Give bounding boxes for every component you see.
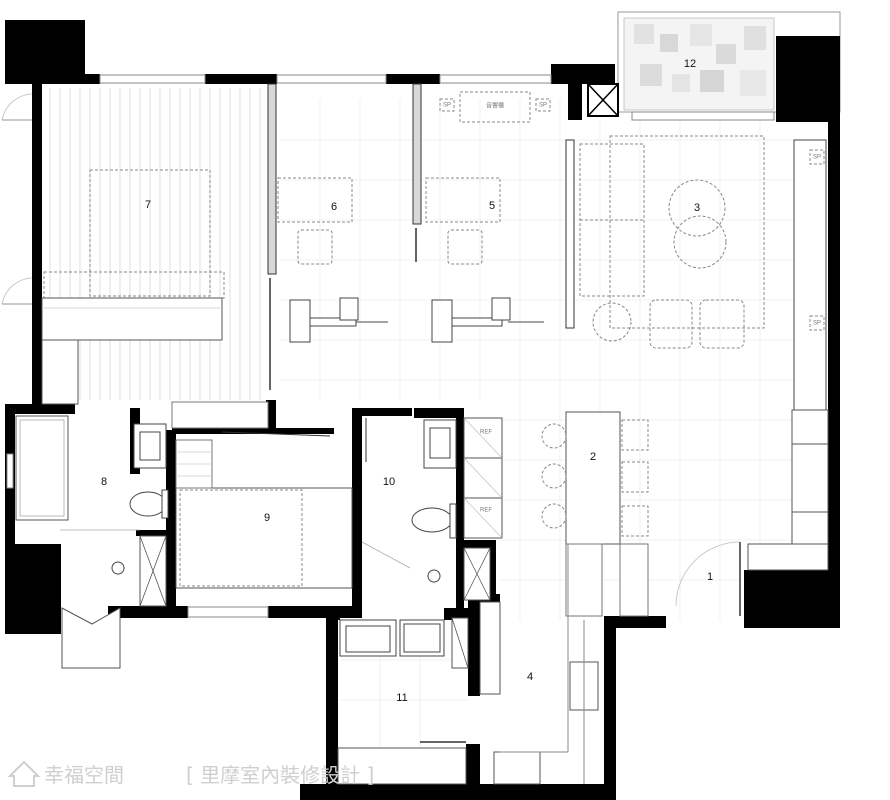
room-label-2: 2 (590, 451, 596, 463)
speaker-label-3: SP (813, 155, 821, 161)
room-label-5: 5 (489, 200, 495, 212)
living-3 (579, 135, 827, 411)
bedroom-wood-floor (49, 88, 261, 400)
room-label-3: 3 (694, 202, 700, 214)
room-label-10: 10 (383, 476, 395, 488)
room-label-7: 7 (145, 199, 151, 211)
room-label-12: 12 (684, 58, 696, 70)
room-label-8: 8 (101, 476, 107, 488)
ref-label-1: REF (480, 430, 492, 436)
speaker-label-2: SP (539, 103, 547, 109)
side-doors (1, 93, 33, 305)
speaker-label-4: SP (813, 321, 821, 327)
partitions (267, 83, 575, 390)
watermark-credit: [ 里摩室內裝修設計 ] (186, 763, 374, 787)
bedroom-7 (41, 169, 225, 405)
watermark: 幸福空間 [ 里摩室內裝修設計 ] (7, 760, 374, 787)
floor-grid (280, 100, 820, 750)
bath-8 (15, 415, 169, 669)
bedroom-9 (171, 401, 353, 589)
corridor-4 (479, 544, 599, 785)
entry-1 (565, 541, 741, 617)
audio-cabinet-label: 音響櫃 (486, 102, 504, 110)
bath-10 (361, 417, 503, 601)
balcony-door-area (587, 83, 619, 117)
room-label-11: 11 (396, 692, 407, 704)
dining-2 (541, 409, 829, 571)
ref-label-2: REF (480, 508, 492, 514)
house-logo-icon (7, 760, 41, 787)
room-label-1: 1 (707, 571, 713, 583)
speaker-label-1: SP (443, 103, 451, 109)
walls (5, 20, 840, 800)
room-labels: 1 2 3 4 5 6 7 8 9 10 11 12 音響櫃 SP SP SP … (101, 58, 821, 704)
windows (6, 74, 775, 618)
room-label-6: 6 (331, 201, 337, 213)
room-label-9: 9 (264, 512, 270, 524)
watermark-brand: 幸福空間 (44, 763, 124, 787)
study-6 (277, 177, 388, 343)
study-5 (425, 91, 551, 343)
room-label-4: 4 (527, 671, 533, 683)
kitchen-11 (337, 617, 469, 785)
